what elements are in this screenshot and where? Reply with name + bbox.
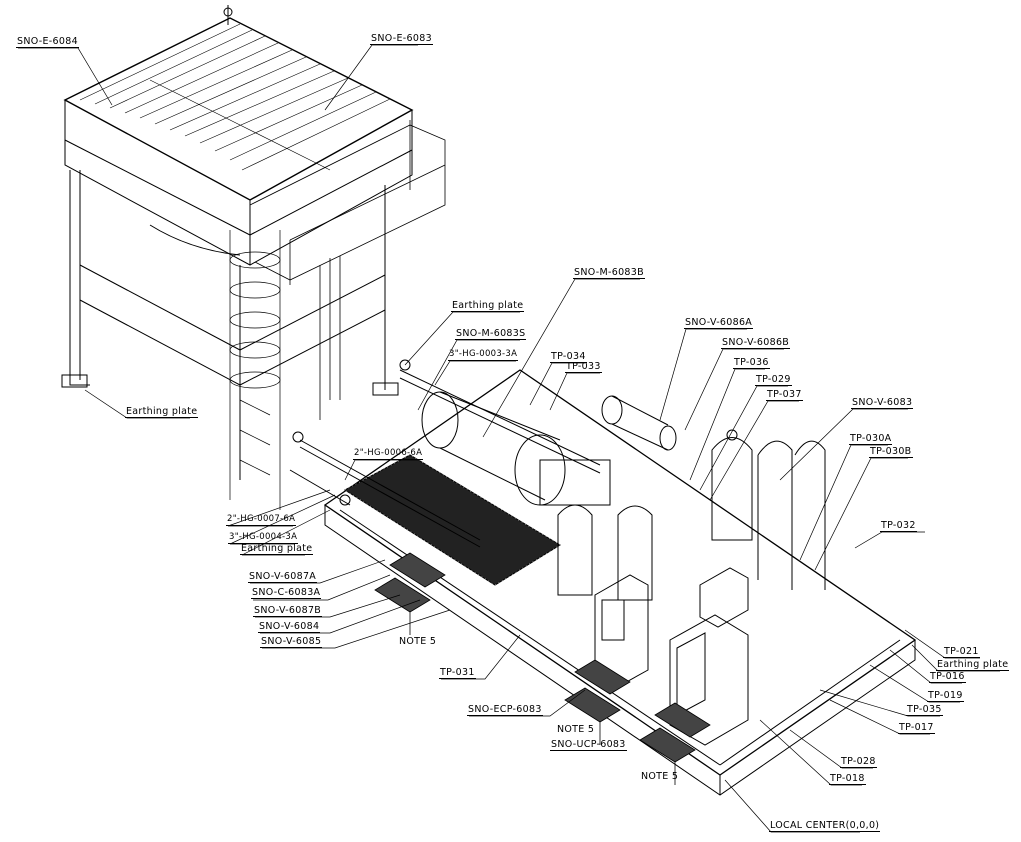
leader-lines [18,44,1000,833]
vertical-vessels [557,395,826,601]
callout-sno-v-6084: SNO-V-6084 [258,621,321,633]
note-5: NOTE 5 [557,724,595,735]
grating-deck [344,454,561,586]
callout-sno-ecp-6083: SNO-ECP-6083 [467,704,543,716]
callout-tp-017: TP-017 [898,722,935,734]
callout-tp-028: TP-028 [840,756,877,768]
note-5: NOTE 5 [641,771,679,782]
callout-earthing-plate: Earthing plate [936,659,1010,671]
callout-tp-030b: TP-030B [869,446,913,458]
step-stairs [374,552,711,785]
callout-line-2-hg-0007: 2"-HG-0007-6A [226,514,297,526]
callout-earthing-plate: Earthing plate [451,300,525,312]
callout-tp-034: TP-034 [550,351,587,363]
callout-sno-m-6083b: SNO-M-6083B [573,267,645,279]
callout-sno-e-6083: SNO-E-6083 [370,33,433,45]
callout-tp-035: TP-035 [906,704,943,716]
callout-tp-032: TP-032 [880,520,917,532]
callout-line-3-hg-0003: 3"-HG-0003-3A [448,349,519,361]
callout-sno-v-6087a: SNO-V-6087A [248,571,318,583]
callout-line-2-hg-0006: 2"-HG-0006-6A [353,448,424,460]
callout-earthing-plate: Earthing plate [240,543,314,555]
callout-local-center: LOCAL CENTER(0,0,0) [769,820,881,832]
air-cooler [61,5,414,480]
callout-sno-e-6084: SNO-E-6084 [16,36,79,48]
callout-sno-v-6086b: SNO-V-6086B [721,337,791,349]
callout-tp-016: TP-016 [929,671,966,683]
note-5: NOTE 5 [399,636,437,647]
callout-earthing-plate: Earthing plate [125,406,199,418]
skid-base [323,369,917,796]
callout-sno-v-6085: SNO-V-6085 [260,636,323,648]
callout-tp-030a: TP-030A [849,433,893,445]
callout-sno-m-6083s: SNO-M-6083S [455,328,527,340]
platform-handrail [249,120,446,420]
callout-sno-v-6083: SNO-V-6083 [851,397,914,409]
callout-tp-031: TP-031 [439,667,476,679]
callout-sno-v-6086a: SNO-V-6086A [684,317,754,329]
callout-tp-029: TP-029 [755,374,792,386]
callout-tp-037: TP-037 [766,389,803,401]
callout-tp-021: TP-021 [943,646,980,658]
cage-ladder [229,230,281,510]
callout-tp-018: TP-018 [829,773,866,785]
callout-tp-033: TP-033 [565,361,602,373]
callout-sno-c-6083a: SNO-C-6083A [251,587,322,599]
callout-tp-019: TP-019 [927,690,964,702]
callout-sno-v-6087b: SNO-V-6087B [253,605,323,617]
callout-tp-036: TP-036 [733,357,770,369]
callout-line-3-hg-0004: 3"-HG-0004-3A [228,532,299,544]
callout-sno-ucp-6083: SNO-UCP-6083 [550,739,627,751]
